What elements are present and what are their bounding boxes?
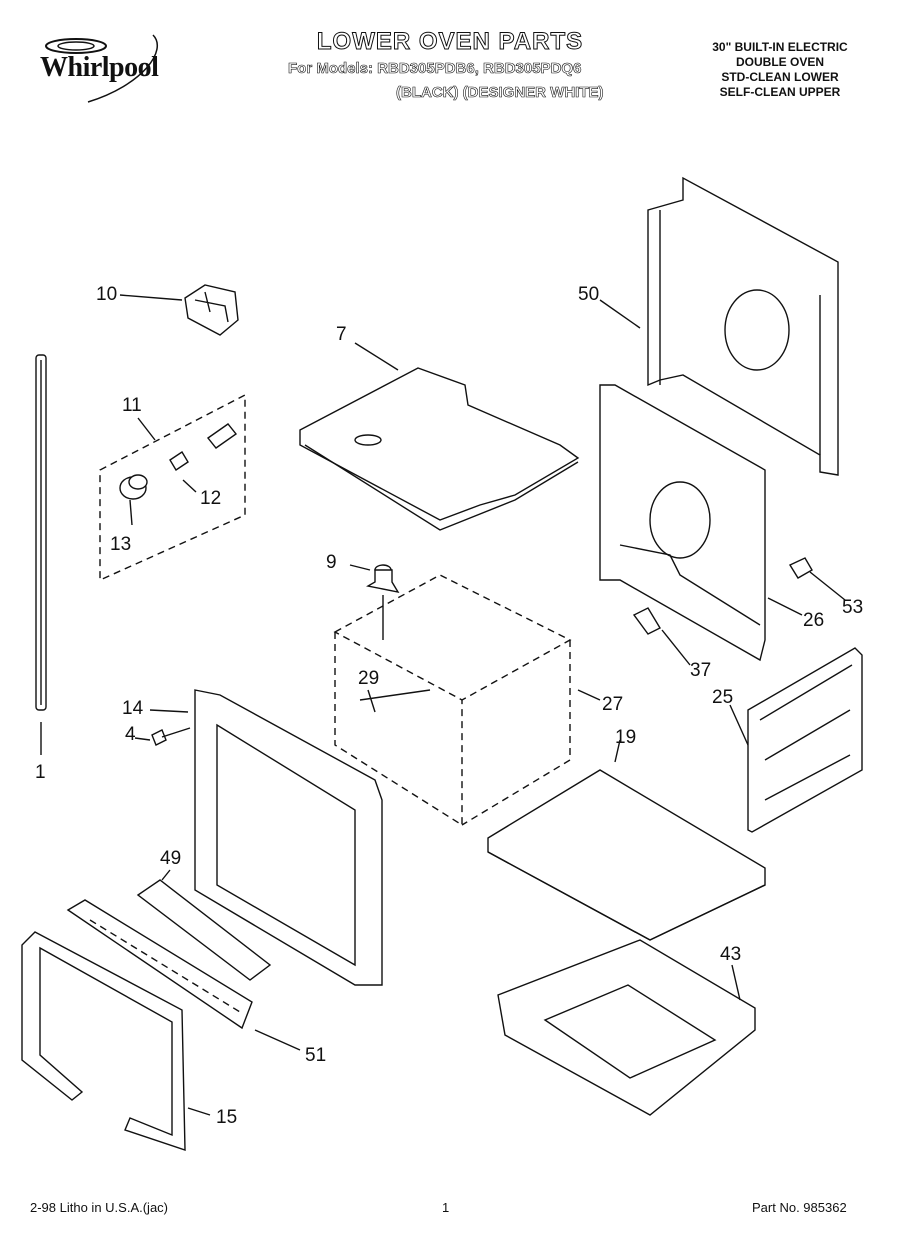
part-10-bracket <box>184 284 239 336</box>
part-4-screw <box>151 727 191 746</box>
model-variants: (BLACK) (DESIGNER WHITE) <box>396 84 604 102</box>
part-15-gasket <box>21 931 186 1151</box>
part-43-bottom-tray <box>497 939 756 1116</box>
callout-9: 9 <box>326 552 337 573</box>
spec-line: 30" BUILT-IN ELECTRIC <box>712 40 848 54</box>
callout-7: 7 <box>336 324 347 345</box>
callout-43: 43 <box>720 944 742 965</box>
callout-4: 4 <box>125 724 136 745</box>
part-27-oven-liner <box>333 574 572 827</box>
callout-26: 26 <box>803 610 825 631</box>
callout-15: 15 <box>216 1107 238 1128</box>
part-11-switch <box>206 423 238 449</box>
footer-page-number: 1 <box>442 1200 450 1215</box>
callout-14: 14 <box>122 698 144 719</box>
leader-lines <box>40 294 846 1116</box>
part-7-top-panel <box>299 367 580 531</box>
spec-line: SELF-CLEAN UPPER <box>719 85 841 99</box>
callout-29: 29 <box>358 668 380 689</box>
callout-13: 13 <box>110 534 132 555</box>
callout-10: 10 <box>96 284 118 305</box>
part-25-side-wrapper <box>747 647 863 833</box>
callout-53: 53 <box>842 597 864 618</box>
page-title: LOWER OVEN PARTS <box>316 28 584 56</box>
callout-25: 25 <box>712 687 734 708</box>
part-53-clip <box>788 557 813 579</box>
callout-1: 1 <box>35 762 46 783</box>
callout-27: 27 <box>602 694 624 715</box>
spec-line: DOUBLE OVEN <box>735 55 824 69</box>
callout-49: 49 <box>160 848 182 869</box>
part-26-side-panel <box>599 384 766 662</box>
callout-37: 37 <box>690 660 712 681</box>
part-11-group <box>99 393 246 582</box>
part-50-rear-panel <box>647 176 839 476</box>
brand-name: Whirlpool <box>40 52 159 83</box>
part-1-trim-strip <box>35 354 47 711</box>
part-13-knob <box>119 474 148 500</box>
callout-12: 12 <box>200 488 222 509</box>
part-14-front-frame <box>194 689 383 986</box>
model-numbers: For Models: RBD305PDB6, RBD305PDQ6 <box>288 60 582 78</box>
logo-swirl-icon <box>45 34 158 103</box>
part-12-knob-insert <box>169 451 189 471</box>
oven-spec: 30" BUILT-IN ELECTRIC DOUBLE OVEN STD-CL… <box>690 40 870 100</box>
part-51-vent-grille <box>66 899 253 1030</box>
part-19-bottom-panel <box>487 769 766 941</box>
callout-50: 50 <box>578 284 600 305</box>
part-9-fitting <box>366 564 400 640</box>
footer-part-number: Part No. 985362 <box>752 1200 847 1215</box>
callout-19: 19 <box>615 727 637 748</box>
whirlpool-logo <box>28 30 188 110</box>
footer-litho: 2-98 Litho in U.S.A.(jac) <box>30 1200 169 1215</box>
callout-51: 51 <box>305 1045 327 1066</box>
callout-11: 11 <box>122 395 142 416</box>
part-49-trim <box>136 879 272 981</box>
spec-line: STD-CLEAN LOWER <box>721 70 839 84</box>
part-37-bracket <box>632 607 661 635</box>
